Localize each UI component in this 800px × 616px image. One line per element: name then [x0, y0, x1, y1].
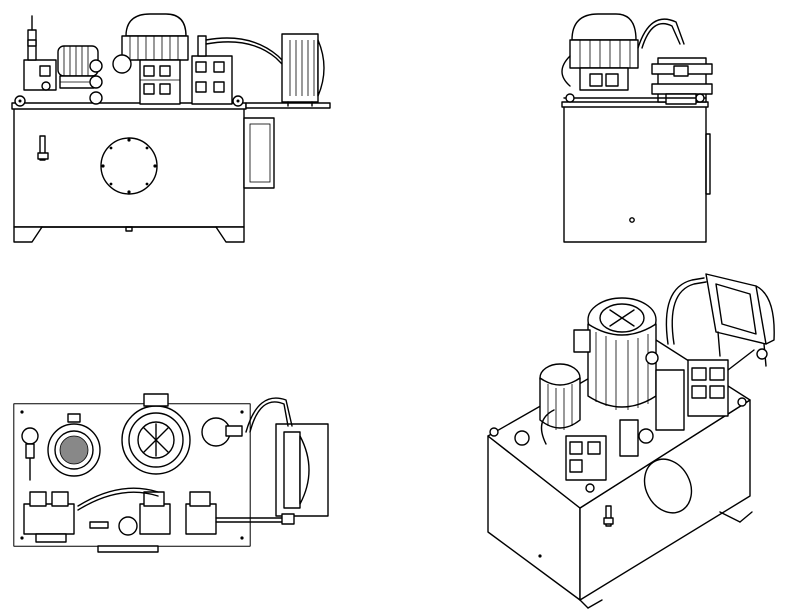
top-manifolds — [23, 491, 217, 543]
side-box — [243, 117, 275, 189]
valve-stack-center — [139, 59, 181, 105]
top-motor-large — [121, 393, 191, 475]
top-plan-view — [0, 380, 340, 560]
level-gauge — [37, 135, 49, 161]
front-elevation-view — [0, 0, 340, 250]
side-top-plate — [561, 101, 709, 108]
iso-inspection-cover — [643, 458, 693, 514]
top-pipe — [77, 487, 159, 507]
motor-large — [112, 13, 189, 74]
top-cooler — [245, 397, 329, 525]
lifting-eyes — [14, 95, 244, 107]
iso-motor-large — [573, 297, 657, 410]
gauge-column — [89, 59, 103, 105]
iso-motor-small — [539, 363, 581, 430]
side-hose — [641, 22, 681, 49]
side-motor — [561, 13, 639, 91]
oil-cooler — [281, 33, 325, 107]
hose-front — [205, 37, 287, 65]
iso-level-gauge — [603, 505, 614, 527]
side-tank — [563, 105, 711, 243]
iso-valve-stacks — [514, 351, 729, 481]
side-elevation-view — [540, 0, 720, 250]
top-motor-small — [47, 413, 101, 477]
iso-hose — [665, 277, 705, 345]
isometric-view — [470, 260, 800, 616]
inspection-cover — [100, 137, 158, 195]
valve-stack-left — [23, 15, 57, 91]
top-filter — [21, 417, 243, 481]
iso-cooler — [705, 273, 775, 367]
valve-stack-right — [191, 35, 233, 105]
